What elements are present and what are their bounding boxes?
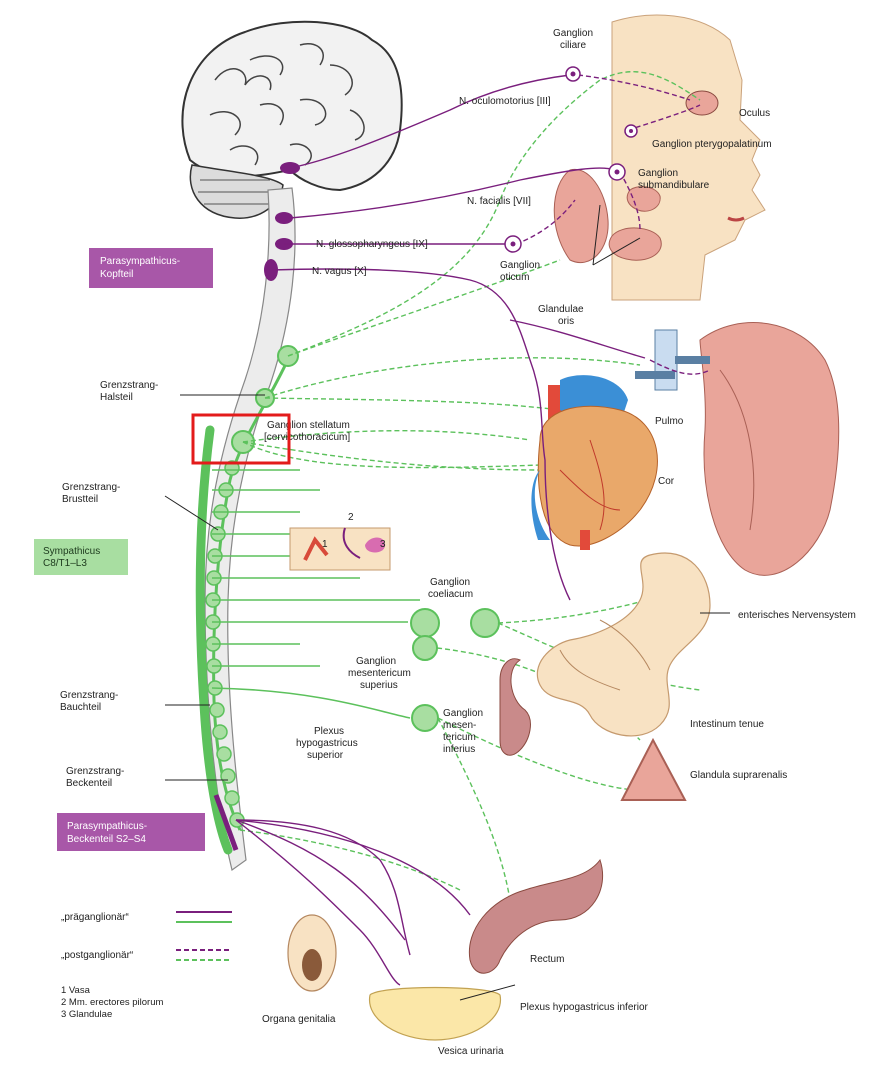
- label-inset-1: 1: [322, 539, 328, 550]
- label-inset-3: 3: [380, 539, 386, 550]
- ganglion-dot: [511, 242, 516, 247]
- label-intestinum: Intestinum tenue: [690, 719, 764, 730]
- label-coeliacum-1: Ganglion: [430, 577, 470, 588]
- label-grenz-brust-2: Brustteil: [62, 494, 98, 505]
- label-plexus-inf: Plexus hypogastricus inferior: [520, 1002, 649, 1013]
- label-inset-2: 2: [348, 512, 354, 523]
- label-submandibulare-2: submandibulare: [638, 180, 710, 191]
- para-becken-line1: Parasympathicus-: [67, 821, 147, 832]
- label-glandulae-oris-1: Glandulae: [538, 304, 584, 315]
- label-mes-sup-3: superius: [360, 680, 398, 691]
- legend-pre-label: „präganglionär“: [61, 912, 129, 923]
- lung-illustration: [635, 323, 839, 576]
- ganglion-mes-sup-mark: [413, 636, 437, 660]
- label-grenz-brust-1: Grenzstrang-: [62, 482, 120, 493]
- label-enterisches: enterisches Nervensystem: [738, 610, 856, 621]
- adrenal-gland: [622, 740, 685, 800]
- label-plexus-sup-1: Plexus: [314, 726, 344, 737]
- skin-inset: [290, 528, 390, 570]
- label-cor: Cor: [658, 476, 675, 487]
- para-kopf-line1: Parasympathicus-: [100, 256, 180, 267]
- label-mes-inf-4: inferius: [443, 744, 475, 755]
- label-plexus-sup-2: hypogastricus: [296, 738, 358, 749]
- parotid-gland: [554, 169, 608, 262]
- para-becken-line2: Beckenteil S2–S4: [67, 834, 146, 845]
- label-submandibulare-1: Ganglion: [638, 168, 678, 179]
- sympathicus-line1: Sympathicus: [43, 546, 100, 557]
- legend-item-2: 2 Mm. erectores pilorum: [61, 997, 164, 1008]
- legend-item-3: 3 Glandulae: [61, 1009, 112, 1020]
- label-grenz-bauch-2: Bauchteil: [60, 702, 101, 713]
- label-mes-inf-2: mesen-: [443, 720, 476, 731]
- label-grenz-hals-1: Grenzstrang-: [100, 380, 158, 391]
- testis-illustration: [302, 949, 322, 981]
- label-suprarenalis: Glandula suprarenalis: [690, 770, 787, 781]
- label-grenz-becken-1: Grenzstrang-: [66, 766, 124, 777]
- label-stellatum-1: Ganglion stellatum: [267, 420, 350, 431]
- label-organa: Organa genitalia: [262, 1014, 336, 1025]
- submandibular-gland: [609, 228, 661, 260]
- sympathicus-box: [34, 539, 128, 575]
- label-ganglion-ciliare-1: Ganglion: [553, 28, 593, 39]
- label-mes-sup-2: mesentericum: [348, 668, 411, 679]
- ganglion-coeliacum-big: [471, 609, 499, 637]
- heart-illustration: [531, 375, 657, 550]
- legend: „präganglionär“ „postganglionär“ 1 Vasa …: [61, 912, 232, 1020]
- ganglion-coeliacum-mark: [411, 609, 439, 637]
- label-pterygopalatinum: Ganglion pterygopalatinum: [652, 139, 772, 150]
- label-oticum-1: Ganglion: [500, 260, 540, 271]
- label-oculomotorius: N. oculomotorius [III]: [459, 96, 551, 107]
- label-glossopharyngeus: N. glossopharyngeus [IX]: [316, 239, 428, 250]
- label-vagus: N. vagus [X]: [312, 266, 367, 277]
- label-facialis: N. facialis [VII]: [467, 196, 531, 207]
- label-glandulae-oris-2: oris: [558, 316, 574, 327]
- para-becken-box: [57, 813, 205, 851]
- label-grenz-hals-2: Halsteil: [100, 392, 133, 403]
- para-kopf-line2: Kopfteil: [100, 269, 133, 280]
- label-oculus: Oculus: [739, 108, 770, 119]
- label-rectum: Rectum: [530, 954, 564, 965]
- bladder-illustration: [370, 988, 501, 1041]
- label-vesica: Vesica urinaria: [438, 1046, 504, 1057]
- legend-post-label: „postganglionär“: [61, 950, 133, 961]
- ganglion-dot: [615, 170, 620, 175]
- sympathicus-line2: C8/T1–L3: [43, 558, 87, 569]
- ganglion-dot: [629, 129, 633, 133]
- label-ganglion-ciliare-2: ciliare: [560, 40, 587, 51]
- ganglion-dot: [571, 72, 576, 77]
- label-mes-inf-3: tericum: [443, 732, 476, 743]
- intestine-illustration: [500, 553, 710, 755]
- label-grenz-bauch-1: Grenzstrang-: [60, 690, 118, 701]
- ganglion-mes-inf-mark: [412, 705, 438, 731]
- label-oticum-2: oticum: [500, 272, 529, 283]
- label-coeliacum-2: coeliacum: [428, 589, 473, 600]
- label-mes-sup-1: Ganglion: [356, 656, 396, 667]
- eye-shape: [686, 91, 718, 115]
- label-pulmo: Pulmo: [655, 416, 684, 427]
- label-mes-inf-1: Ganglion: [443, 708, 483, 719]
- legend-item-1: 1 Vasa: [61, 985, 91, 996]
- label-plexus-sup-3: superior: [307, 750, 344, 761]
- para-kopf-box: [89, 248, 213, 288]
- label-stellatum-2: [cervicothoracicum]: [264, 432, 350, 443]
- label-grenz-becken-2: Beckenteil: [66, 778, 112, 789]
